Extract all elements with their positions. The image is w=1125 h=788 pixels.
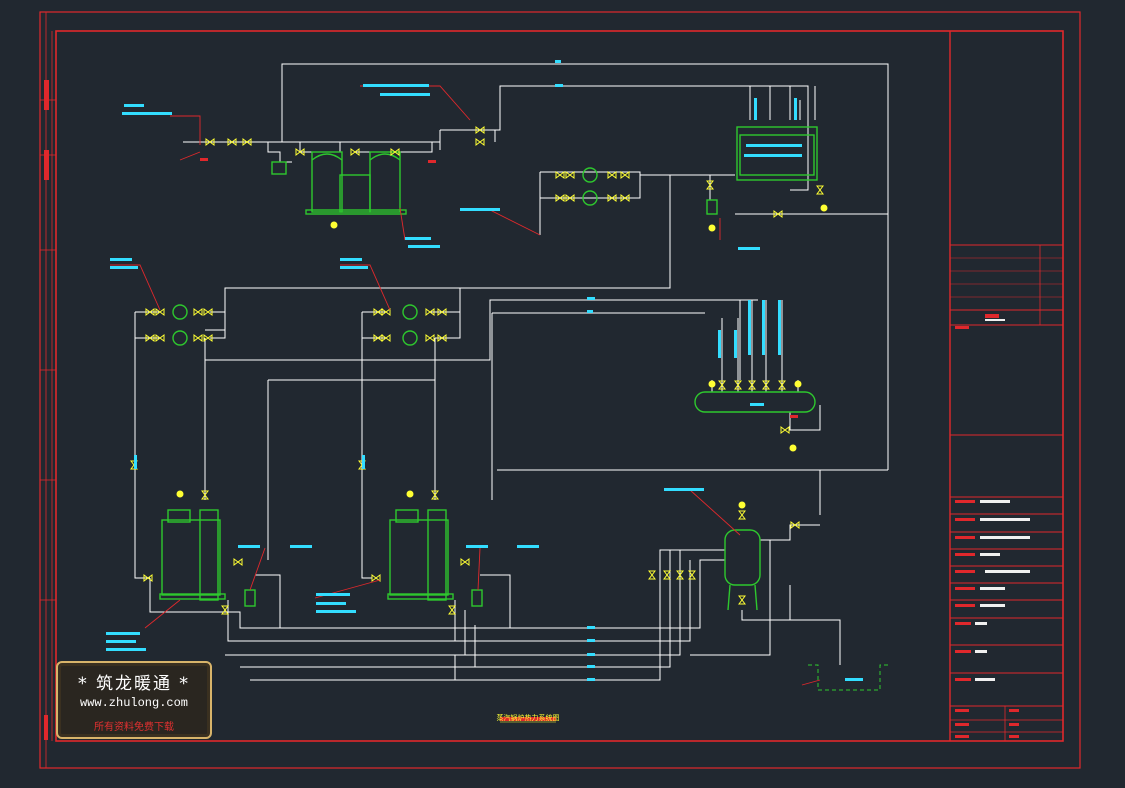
- cad-small-text: [106, 60, 863, 681]
- valve-icon: [620, 171, 630, 179]
- valve-icon: [565, 194, 575, 202]
- valve-icon: [706, 180, 714, 190]
- valve-icon: [350, 148, 360, 156]
- gauge-icon: [820, 204, 828, 212]
- valve-icon: [437, 334, 447, 342]
- drawing-frame: [39, 11, 1081, 769]
- valve-icon: [816, 185, 824, 195]
- gauge-icon: [330, 221, 338, 229]
- valve-icon: [448, 605, 456, 615]
- gauge-icon: [738, 501, 746, 509]
- gauge-icon: [176, 490, 184, 498]
- valve-icon: [555, 171, 565, 179]
- valve-icon: [145, 308, 155, 316]
- valve-icon: [390, 148, 400, 156]
- valve-icon: [371, 574, 381, 582]
- zhulong-watermark: * 筑龙暖通 * www.zhulong.com 所有资料免费下载: [56, 661, 212, 739]
- pipe-network: [134, 63, 889, 681]
- watermark-title: * 筑龙暖通 *: [78, 674, 190, 694]
- valve-icon: [734, 380, 742, 390]
- valve-icon: [193, 308, 203, 316]
- gauge-icon: [708, 224, 716, 232]
- valve-icon: [143, 574, 153, 582]
- valve-icon: [648, 570, 656, 580]
- valve-icon: [620, 194, 630, 202]
- valve-icon: [718, 380, 726, 390]
- valve-icon: [773, 210, 783, 218]
- valves: [130, 126, 828, 615]
- valve-icon: [437, 308, 447, 316]
- gauge-icon: [794, 380, 802, 388]
- valve-icon: [475, 138, 485, 146]
- valve-icon: [221, 605, 229, 615]
- valve-icon: [676, 570, 684, 580]
- valve-icon: [193, 334, 203, 342]
- title-block-text: [44, 80, 1030, 740]
- valve-icon: [790, 521, 800, 529]
- drawing-title: 蒸汽锅炉热力系统图: [497, 713, 560, 722]
- valve-icon: [607, 171, 617, 179]
- valve-icon: [778, 380, 786, 390]
- valve-icon: [688, 570, 696, 580]
- valve-icon: [555, 194, 565, 202]
- valve-icon: [607, 194, 617, 202]
- valve-icon: [738, 595, 746, 605]
- valve-icon: [295, 148, 305, 156]
- watermark-url: www.zhulong.com: [79, 696, 189, 710]
- valve-icon: [565, 171, 575, 179]
- valve-icon: [201, 490, 209, 500]
- gauge-icon: [406, 490, 414, 498]
- valve-icon: [431, 490, 439, 500]
- valve-icon: [748, 380, 756, 390]
- valve-icon: [233, 558, 243, 566]
- valve-icon: [203, 308, 213, 316]
- valve-icon: [663, 570, 671, 580]
- valve-icon: [227, 138, 237, 146]
- valve-icon: [460, 558, 470, 566]
- gauge-icon: [789, 444, 797, 452]
- valve-icon: [155, 308, 165, 316]
- watermark-note: 所有资料免费下载: [94, 722, 174, 733]
- drain-pit: [808, 664, 890, 691]
- valve-icon: [155, 334, 165, 342]
- valve-icon: [425, 308, 435, 316]
- valve-icon: [762, 380, 770, 390]
- valve-icon: [425, 334, 435, 342]
- valve-icon: [205, 138, 215, 146]
- valve-icon: [203, 334, 213, 342]
- valve-icon: [381, 334, 391, 342]
- pipe-tags: [200, 158, 798, 721]
- equipment: [159, 126, 818, 611]
- valve-icon: [780, 426, 790, 434]
- valve-icon: [738, 510, 746, 520]
- gauge-icon: [708, 380, 716, 388]
- valve-icon: [242, 138, 252, 146]
- valve-icon: [145, 334, 155, 342]
- valve-icon: [475, 126, 485, 134]
